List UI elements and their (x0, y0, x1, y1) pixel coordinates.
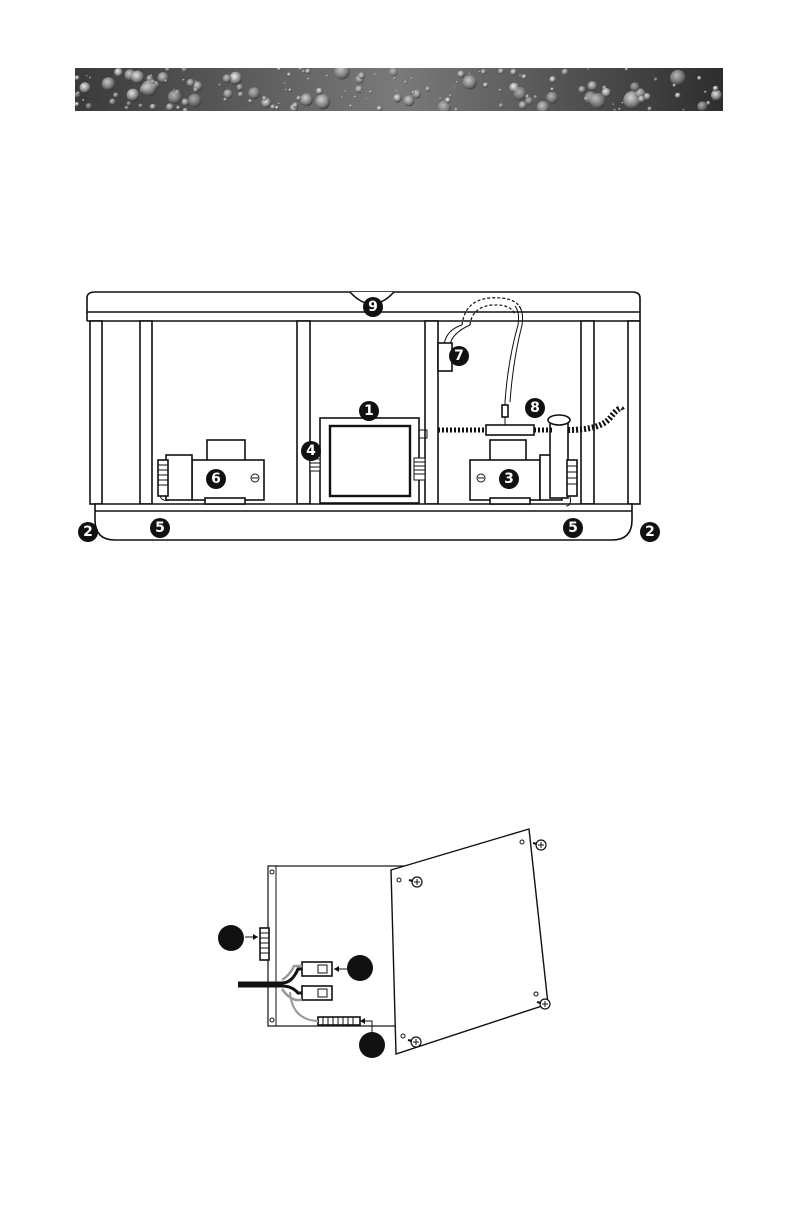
callout-2-right: 2 (640, 522, 660, 542)
callout-2-left: 2 (78, 522, 98, 542)
svg-text:4: 4 (306, 443, 316, 459)
panel-callout-relay (347, 955, 373, 981)
callout-6: 6 (206, 469, 226, 489)
svg-text:5: 5 (155, 520, 165, 536)
svg-text:6: 6 (211, 471, 221, 487)
panel-callout-terminal (218, 925, 244, 951)
svg-text:5: 5 (568, 520, 578, 536)
callout-5-left: 5 (150, 518, 170, 538)
callout-8: 8 (525, 398, 545, 418)
callout-1: 1 (359, 401, 379, 421)
svg-text:2: 2 (83, 524, 93, 540)
callout-9: 9 (363, 297, 383, 317)
svg-text:2: 2 (645, 524, 655, 540)
control-box (310, 418, 427, 503)
svg-text:9: 9 (368, 299, 378, 315)
svg-text:7: 7 (454, 348, 464, 364)
svg-text:1: 1 (364, 403, 374, 419)
callout-4: 4 (301, 441, 321, 461)
control-panel-diagram (218, 829, 550, 1058)
callout-3: 3 (499, 469, 519, 489)
svg-text:3: 3 (504, 471, 514, 487)
svg-text:8: 8 (530, 400, 540, 416)
callout-7: 7 (449, 346, 469, 366)
panel-callout-strip (359, 1032, 385, 1058)
callout-5-right: 5 (563, 518, 583, 538)
